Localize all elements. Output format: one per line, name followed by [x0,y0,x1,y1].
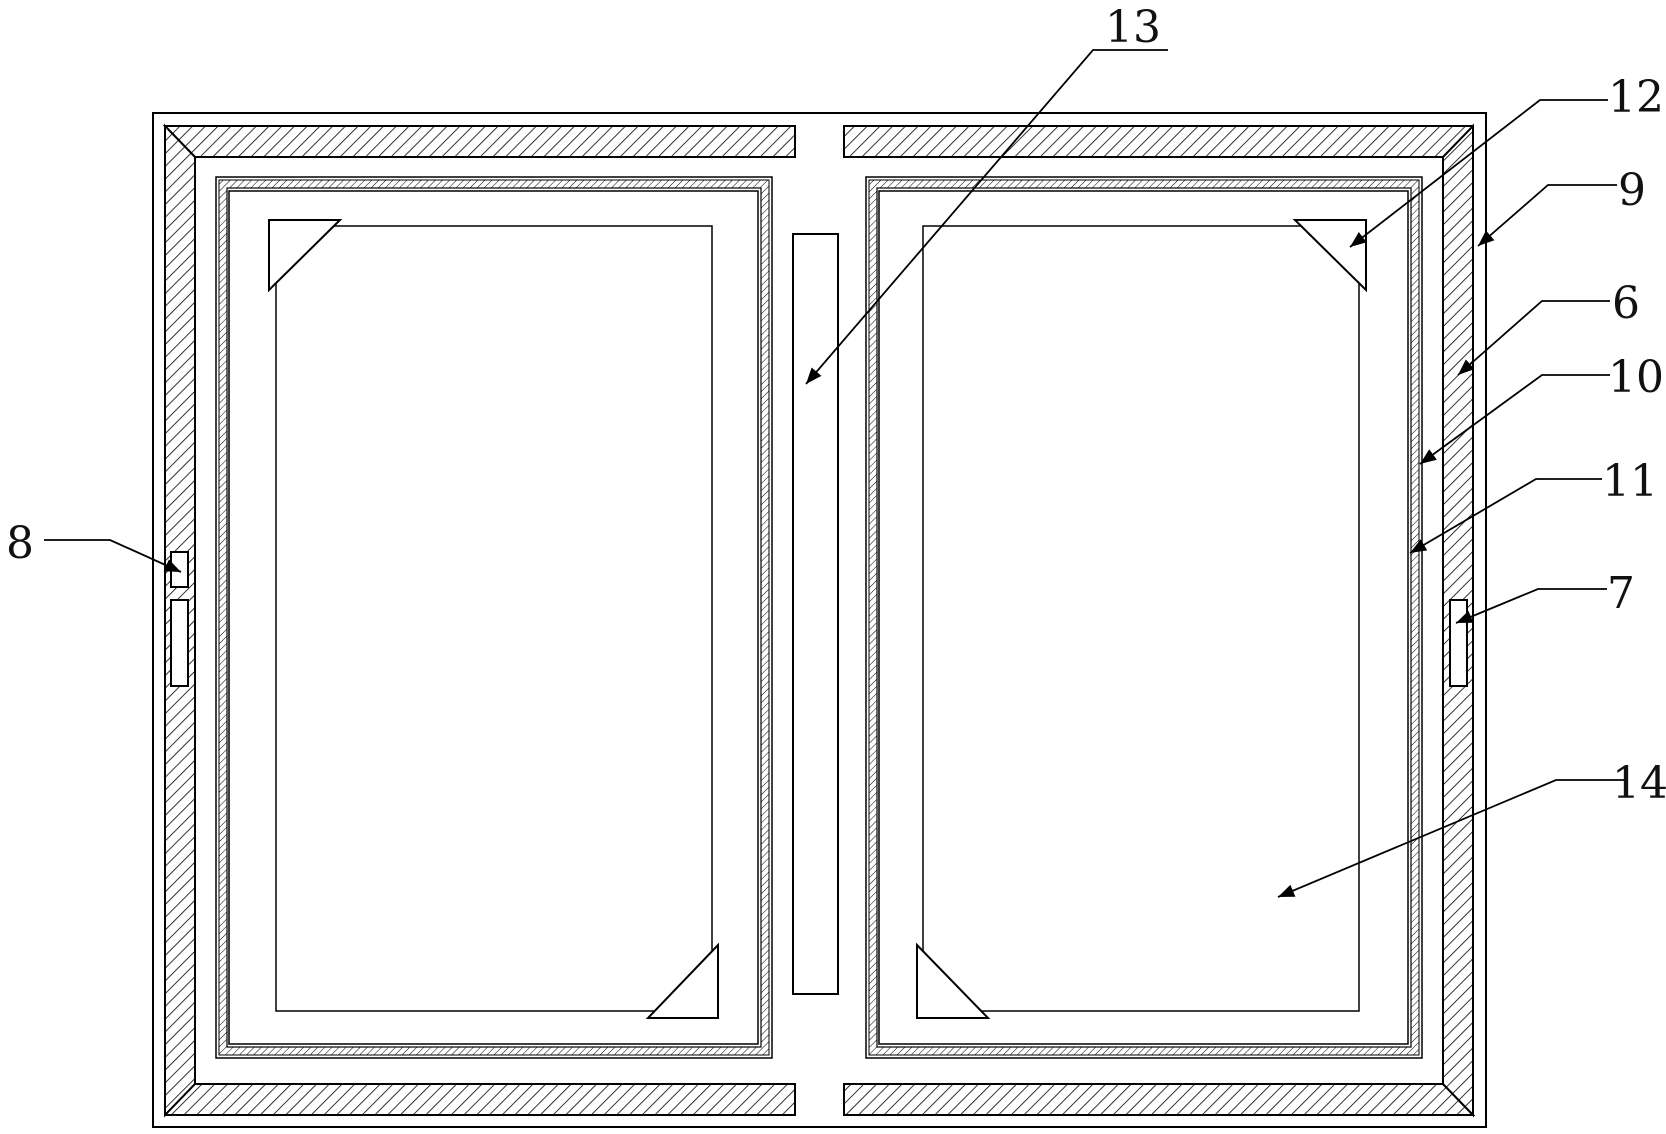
slot-right [1449,599,1468,687]
outer-frame [152,112,1487,1128]
label-7: 7 [1607,568,1635,619]
left-panel [215,176,773,1059]
slot-lower-left [170,599,189,687]
label-12: 12 [1608,72,1664,123]
leader-7 [1455,588,1607,624]
leader-12 [1349,99,1608,248]
leader-9 [1477,184,1617,247]
label-10: 10 [1608,352,1664,403]
leader-10 [1419,374,1610,465]
leader-11 [1409,478,1602,554]
right-panel [865,176,1423,1059]
label-6: 6 [1612,278,1640,329]
leader-14 [1277,779,1625,898]
leader-6 [1457,300,1610,376]
leader-lines [44,49,1625,898]
label-11: 11 [1602,456,1658,507]
leader-8 [44,539,182,573]
label-14: 14 [1612,758,1666,809]
leader-13 [805,49,1168,385]
label-8: 8 [6,518,34,569]
label-13: 13 [1105,2,1161,53]
label-9: 9 [1618,165,1646,216]
central-bar [792,233,839,995]
